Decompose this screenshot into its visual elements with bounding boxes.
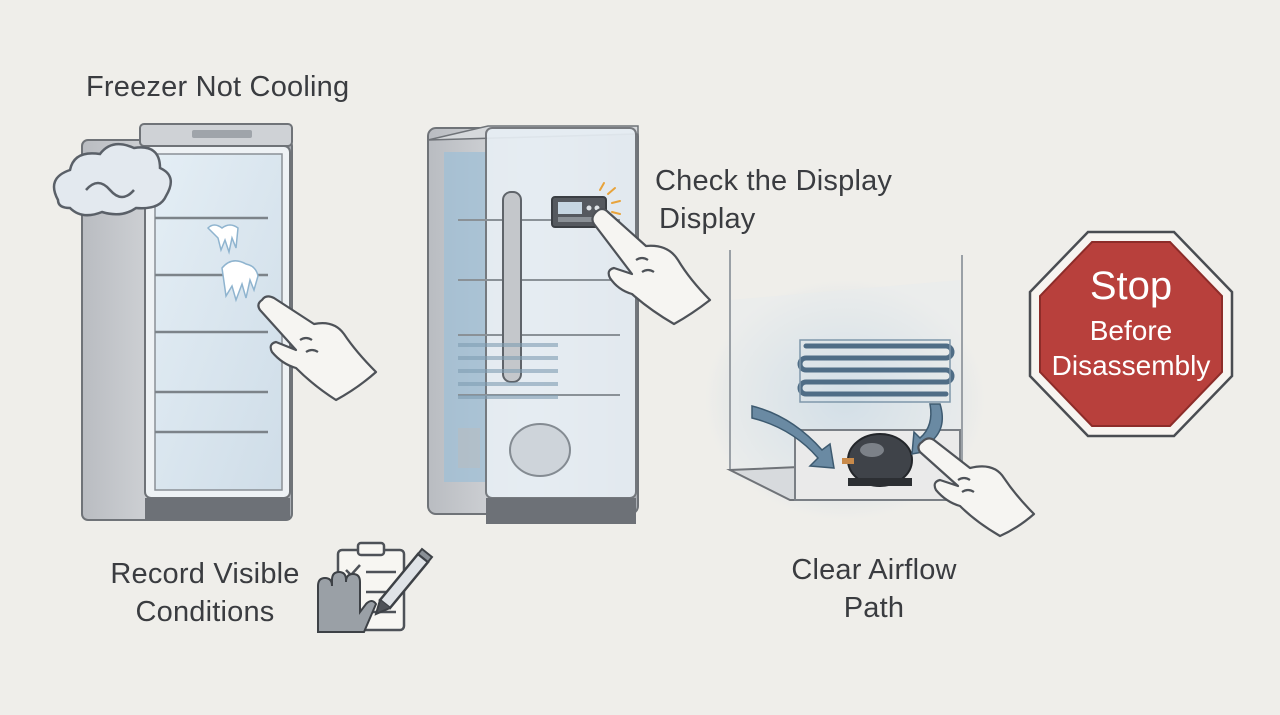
stop-sign-line3: Disassembly: [1051, 350, 1211, 381]
label-freezer-not-cooling: Freezer Not Cooling: [86, 71, 350, 103]
pointing-hand-icon: [917, 437, 1036, 538]
label-record-line1: Record Visible: [110, 558, 300, 590]
stop-sign-line2: Before: [1089, 315, 1173, 346]
compressor-icon: [842, 433, 913, 487]
glass-door-freezer: [427, 125, 639, 524]
airflow-arrow-icon: [751, 403, 943, 469]
condenser-coils: [797, 343, 955, 397]
label-airflow-line1: Clear Airflow: [791, 554, 957, 586]
pointing-hand-icon: [257, 295, 378, 402]
frost-icicles: [206, 224, 259, 303]
frost-cloud-icon: [52, 142, 173, 217]
stop-sign-word: Stop: [1089, 264, 1173, 308]
label-check-display-line2: Display: [659, 203, 756, 235]
hand-icon: [317, 570, 378, 633]
label-check-display-line1: Check the Display: [655, 165, 893, 197]
label-airflow-line2: Path: [843, 592, 905, 624]
pointing-hand-icon: [591, 207, 712, 326]
pencil-icon: [374, 547, 434, 616]
frosted-freezer: [81, 123, 293, 521]
freezer-rear-compressor: [705, 250, 985, 520]
label-record-line2: Conditions: [135, 596, 275, 628]
